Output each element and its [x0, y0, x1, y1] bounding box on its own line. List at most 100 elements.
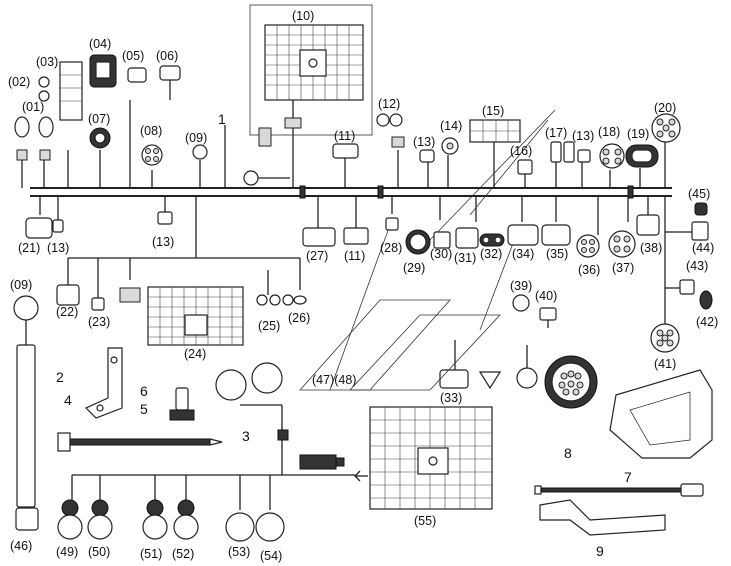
number-8: 8 [564, 445, 572, 461]
connector-34 [507, 224, 539, 246]
connector-44 [691, 221, 709, 241]
connector-43 [679, 279, 695, 295]
connector-20 [651, 113, 681, 143]
relay-15 [469, 119, 521, 143]
label-47-48: (47)(48) [312, 373, 356, 387]
label-28: (28) [380, 241, 402, 255]
connector-14 [441, 137, 459, 155]
label-11-mid: (11) [344, 249, 365, 263]
connector-51 [142, 499, 168, 540]
label-46: (46) [10, 539, 32, 553]
connector-13-left [52, 219, 64, 233]
bracket-9 [539, 499, 666, 536]
number-1: 1 [218, 111, 226, 127]
label-13-left: (13) [47, 241, 69, 255]
connector-27 [302, 227, 336, 247]
connector-41 [650, 323, 680, 353]
label-12: (12) [378, 97, 400, 111]
label-23: (23) [88, 315, 110, 329]
label-07: (07) [88, 112, 110, 126]
label-52: (52) [172, 547, 194, 561]
connector-28 [385, 217, 399, 231]
number-2: 2 [56, 369, 64, 385]
label-38: (38) [640, 241, 662, 255]
label-03: (03) [36, 55, 58, 69]
connector-06 [159, 65, 181, 100]
label-02: (02) [8, 75, 30, 89]
label-09-left: (09) [10, 278, 32, 292]
label-06: (06) [156, 49, 178, 63]
connector-17 [550, 141, 575, 163]
connector-18 [599, 143, 625, 169]
number-3: 3 [242, 428, 250, 444]
label-53: (53) [228, 545, 250, 559]
label-15: (15) [482, 104, 504, 118]
connector-04 [89, 54, 117, 88]
label-13-right: (13) [572, 129, 594, 143]
label-10: (10) [292, 9, 314, 23]
label-30: (30) [430, 247, 452, 261]
label-25: (25) [258, 319, 280, 333]
number-4: 4 [64, 392, 72, 408]
label-11-top: (11) [334, 129, 355, 143]
number-6: 6 [140, 383, 148, 399]
label-13-mid: (13) [152, 235, 174, 249]
label-41: (41) [654, 357, 676, 371]
connector-13-right [577, 149, 591, 163]
number-7: 7 [624, 469, 632, 485]
connector-31 [455, 227, 479, 249]
label-21: (21) [18, 241, 40, 255]
label-32: (32) [480, 247, 502, 261]
connector-09 [192, 144, 208, 160]
label-50: (50) [88, 545, 110, 559]
connector-11-top [332, 143, 359, 159]
label-54: (54) [260, 549, 282, 563]
relay-box-55 [354, 406, 493, 510]
connector-23 [91, 297, 105, 311]
bracket-6 [84, 347, 123, 419]
connector-25 [256, 294, 294, 306]
label-01: (01) [22, 100, 44, 114]
label-36: (36) [578, 263, 600, 277]
label-05: (05) [122, 49, 144, 63]
connector-05 [127, 67, 147, 83]
label-31: (31) [454, 251, 476, 265]
connector-13-top [419, 149, 435, 163]
connector-13-mid [157, 211, 173, 225]
round-connector-large [544, 355, 598, 409]
label-19: (19) [627, 127, 649, 141]
fuse-box-24 [119, 286, 244, 346]
connector-38 [636, 214, 660, 236]
label-14: (14) [440, 119, 462, 133]
connector-19 [625, 144, 659, 168]
label-33: (33) [440, 391, 462, 405]
connector-50 [87, 499, 113, 540]
label-55: (55) [414, 514, 436, 528]
label-37: (37) [612, 261, 634, 275]
number-5: 5 [140, 401, 148, 417]
bracket-7 [609, 369, 713, 459]
number-9: 9 [596, 543, 604, 559]
connector-35 [541, 224, 571, 246]
connector-12 [376, 113, 405, 148]
connector-53 [225, 512, 255, 542]
connector-42 [699, 290, 713, 310]
reference-labels: (01) (02) (03) (04) (05) (06) (07) (08) … [8, 9, 718, 563]
cable-8 [534, 483, 704, 497]
connector-30 [433, 231, 451, 249]
main-harness-trunk [21, 100, 700, 391]
part-4-bar [57, 432, 223, 452]
label-35: (35) [546, 247, 568, 261]
label-08: (08) [140, 124, 162, 138]
label-27: (27) [306, 249, 328, 263]
label-13-top: (13) [413, 135, 435, 149]
grommet-07 [89, 127, 111, 149]
connector-54 [255, 512, 285, 542]
label-18: (18) [598, 125, 620, 139]
harness-3 [71, 362, 355, 510]
connector-36 [576, 234, 600, 258]
connector-22 [56, 284, 80, 306]
label-51: (51) [140, 547, 162, 561]
sensor-5 [169, 387, 195, 421]
relay-box-10 [243, 4, 373, 186]
